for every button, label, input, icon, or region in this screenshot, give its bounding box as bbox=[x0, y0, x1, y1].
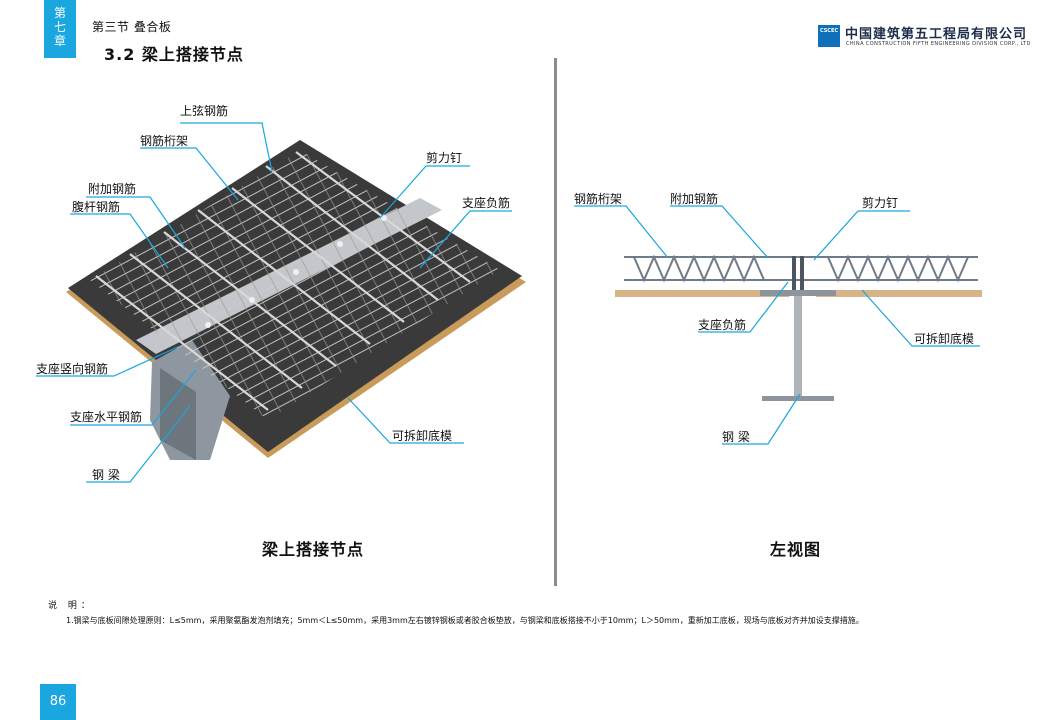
label-additional-rebar: 附加钢筋 bbox=[88, 182, 137, 196]
chapter-char: 第 bbox=[53, 6, 66, 20]
page-number: 86 bbox=[40, 684, 76, 720]
company-name-cn: 中国建筑第五工程局有限公司 bbox=[845, 27, 1028, 42]
left-diagram bbox=[66, 140, 526, 460]
right-figure-caption: 左视图 bbox=[770, 540, 822, 559]
chapter-char: 章 bbox=[53, 34, 66, 48]
label-support-negative-rebar-right: 支座负筋 bbox=[698, 318, 747, 332]
label-shear-stud: 剪力钉 bbox=[426, 151, 463, 165]
right-diagram bbox=[615, 254, 982, 401]
shear-stud-section bbox=[792, 256, 804, 290]
bottom-form-right bbox=[816, 290, 982, 297]
left-callout-leaders bbox=[36, 122, 512, 483]
label-steel-beam-right: 钢 梁 bbox=[722, 430, 750, 444]
label-support-negative-rebar: 支座负筋 bbox=[462, 196, 511, 210]
label-truss: 钢筋桁架 bbox=[140, 134, 189, 148]
page-subtitle: 3.2 梁上搭接节点 bbox=[104, 45, 244, 64]
section-title: 第三节 叠合板 bbox=[92, 20, 172, 34]
label-shear-stud-right: 剪力钉 bbox=[862, 196, 899, 210]
label-support-vertical-rebar: 支座竖向钢筋 bbox=[36, 362, 109, 376]
label-steel-beam: 钢 梁 bbox=[92, 468, 120, 482]
right-callout-leaders bbox=[574, 205, 980, 445]
notes-item: 1.钢梁与底板间隙处理原则：L≤5mm，采用聚氨酯发泡剂填充；5mm＜L≤50m… bbox=[66, 616, 864, 625]
bottom-form-left bbox=[615, 290, 789, 297]
label-additional-rebar-right: 附加钢筋 bbox=[670, 192, 719, 206]
chapter-tab: 第 七 章 bbox=[44, 0, 76, 58]
company-name-en: CHINA CONSTRUCTION FIFTH ENGINEERING DIV… bbox=[846, 41, 1031, 47]
label-web-rebar: 腹杆钢筋 bbox=[72, 200, 121, 214]
shear-studs bbox=[205, 215, 387, 328]
label-support-horizontal-rebar: 支座水平钢筋 bbox=[70, 410, 143, 424]
beam-top-flange bbox=[760, 290, 836, 296]
vertical-divider bbox=[554, 58, 557, 586]
label-truss-right: 钢筋桁架 bbox=[574, 192, 623, 206]
company-logo: CSCEC bbox=[818, 25, 840, 47]
logo-text: CSCEC bbox=[819, 28, 839, 34]
beam-bottom-flange bbox=[762, 396, 834, 401]
label-removable-bottom-form: 可拆卸底模 bbox=[392, 429, 453, 443]
steel-beam-shade bbox=[160, 368, 196, 460]
label-top-chord: 上弦钢筋 bbox=[180, 104, 229, 118]
label-removable-bottom-form-right: 可拆卸底模 bbox=[914, 332, 975, 346]
notes-title: 说 明： bbox=[48, 601, 94, 611]
chapter-char: 七 bbox=[53, 20, 66, 34]
beam-web bbox=[794, 296, 802, 398]
left-figure-caption: 梁上搭接节点 bbox=[262, 540, 365, 559]
